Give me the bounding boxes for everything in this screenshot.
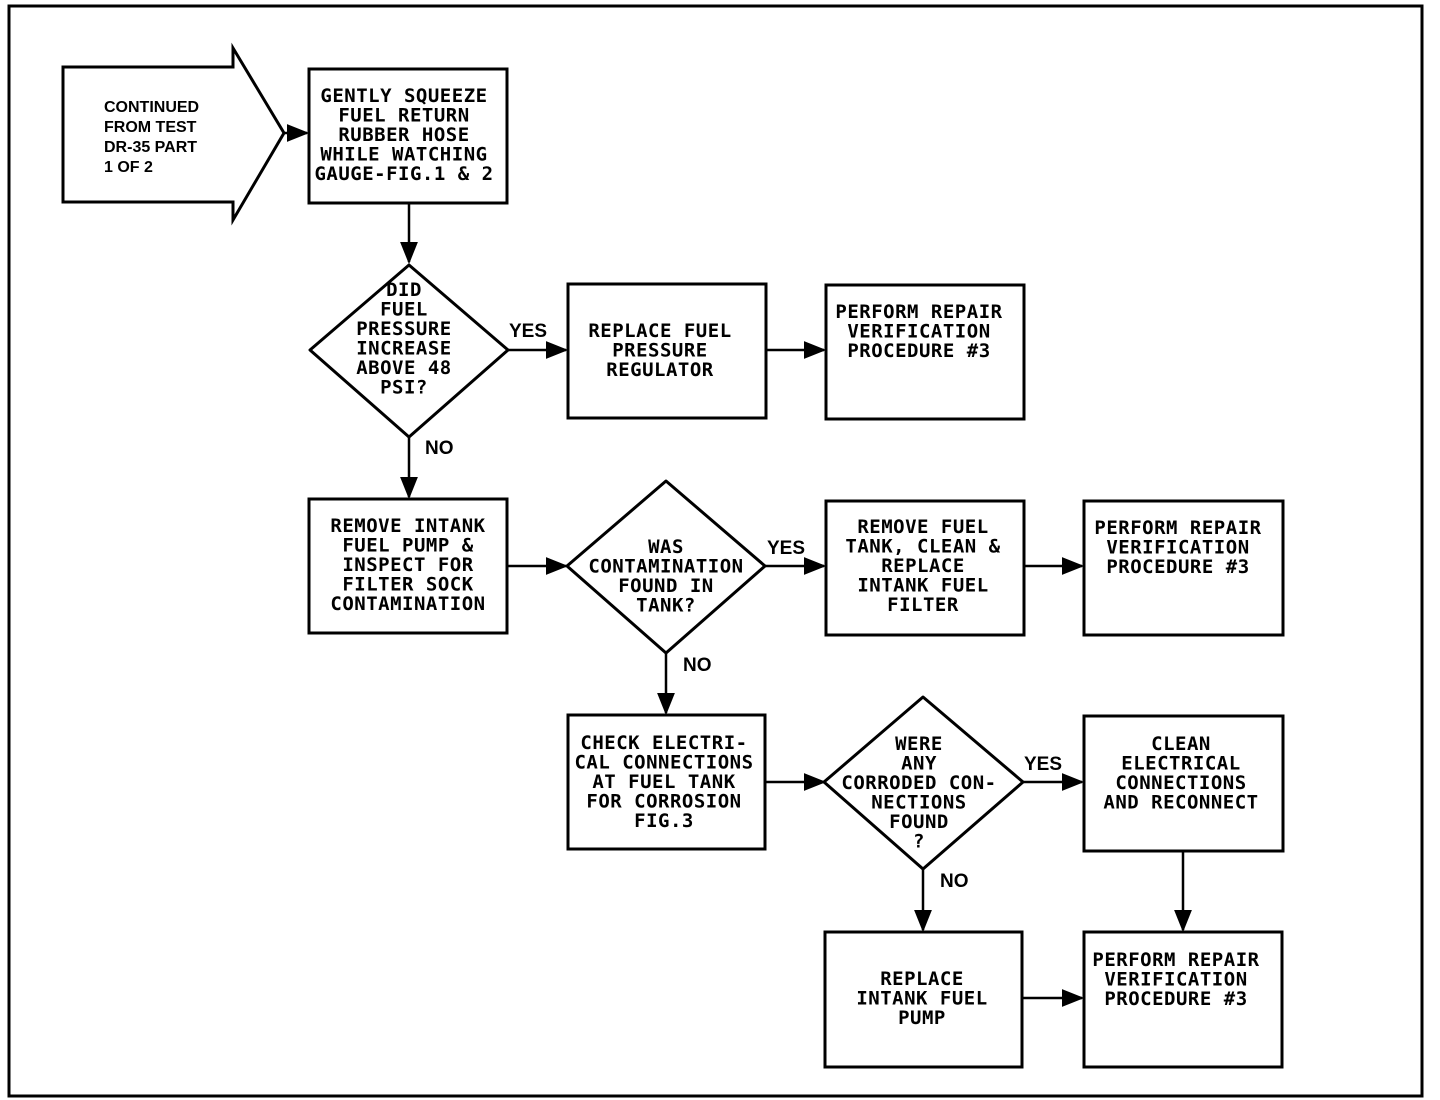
node-d2-diamond xyxy=(565,479,767,655)
node-d1-line-3: PRESSURE xyxy=(356,318,452,340)
node-remove-tank-line-2: TANK, CLEAN & xyxy=(845,536,1000,558)
node-d2-line-1: WAS xyxy=(648,536,684,558)
node-check-elec-line-1: CHECK ELECTRI- xyxy=(580,732,747,754)
node-d1-diamond xyxy=(308,263,510,439)
node-verify2-box xyxy=(1082,499,1285,637)
node-squeeze-line-1: GENTLY SQUEEZE xyxy=(320,85,487,107)
node-squeeze-line-5: GAUGE-FIG.1 & 2 xyxy=(314,163,493,185)
node-squeeze-box xyxy=(307,67,509,205)
node-verify2-line-3: PROCEDURE #3 xyxy=(1106,556,1249,578)
node-remove-tank-line-1: REMOVE FUEL xyxy=(857,516,988,538)
start-line-1: CONTINUED xyxy=(104,99,199,116)
node-remove-tank-box xyxy=(824,499,1026,637)
node-verify3-line-2: VERIFICATION xyxy=(1104,969,1247,991)
node-replace-pump-line-1: REPLACE xyxy=(880,968,964,990)
node-remove-pump-line-2: FUEL PUMP & xyxy=(342,535,473,557)
start-node-text: CONTINUED FROM TEST DR-35 PART 1 OF 2 xyxy=(104,99,199,176)
node-clean-line-3: CONNECTIONS xyxy=(1115,772,1246,794)
node-replace-pump-line-2: INTANK FUEL xyxy=(856,988,987,1010)
node-clean-line-1: CLEAN xyxy=(1151,733,1211,755)
node-check-elec-line-4: FOR CORROSION xyxy=(586,791,741,813)
connectors xyxy=(284,124,1192,1007)
node-remove-pump-line-4: FILTER SOCK xyxy=(342,574,473,596)
edge-label-d2-yes: YES xyxy=(767,538,805,559)
node-verify3-line-1: PERFORM REPAIR xyxy=(1092,949,1259,971)
node-d1-line-2: FUEL xyxy=(380,299,428,321)
start-line-4: 1 OF 2 xyxy=(104,159,153,176)
node-remove-pump-line-3: INSPECT FOR xyxy=(342,554,473,576)
node-squeeze-line-4: WHILE WATCHING xyxy=(320,144,487,166)
node-d2-line-3: FOUND IN xyxy=(618,575,714,597)
node-check-elec-line-5: FIG.3 xyxy=(634,810,694,832)
node-d2-line-2: CONTAMINATION xyxy=(588,556,743,578)
node-d3-line-3: CORRODED CON- xyxy=(841,772,996,794)
page-border xyxy=(7,4,1424,1098)
node-d3-line-5: FOUND xyxy=(889,811,949,833)
node-verify1-line-2: VERIFICATION xyxy=(847,321,990,343)
node-clean-box xyxy=(1082,714,1285,853)
edge-label-d3-yes: YES xyxy=(1024,754,1062,775)
node-d3-line-2: ANY xyxy=(901,753,937,775)
edge-label-d3-no: NO xyxy=(940,871,969,892)
node-d3-line-1: WERE xyxy=(895,733,943,755)
start-line-2: FROM TEST xyxy=(104,119,197,136)
node-regulator-line-2: PRESSURE xyxy=(612,340,708,362)
start-line-3: DR-35 PART xyxy=(104,139,197,156)
node-replace-pump-box xyxy=(823,930,1024,1069)
node-clean-line-2: ELECTRICAL xyxy=(1121,753,1240,775)
node-check-elec-line-2: CAL CONNECTIONS xyxy=(574,752,753,774)
node-regulator-line-1: REPLACE FUEL xyxy=(588,320,731,342)
node-d1-line-1: DID xyxy=(386,279,422,301)
node-d1-line-6: PSI? xyxy=(380,377,428,399)
node-verify1-box xyxy=(824,283,1026,421)
node-remove-pump-line-1: REMOVE INTANK xyxy=(330,515,485,537)
node-d3-diamond xyxy=(822,695,1025,871)
node-remove-pump-line-5: CONTAMINATION xyxy=(330,593,485,615)
start-node: CONTINUED FROM TEST DR-35 PART 1 OF 2 xyxy=(61,42,286,226)
node-verify2-line-2: VERIFICATION xyxy=(1106,537,1249,559)
node-d2-line-4: TANK? xyxy=(636,595,696,617)
node-remove-pump-box xyxy=(307,497,509,635)
node-squeeze-line-3: RUBBER HOSE xyxy=(338,124,469,146)
node-check-elec-line-3: AT FUEL TANK xyxy=(592,771,735,793)
edge-label-d1-no: NO xyxy=(425,438,454,459)
node-regulator-line-3: REGULATOR xyxy=(606,359,714,381)
node-squeeze-line-2: FUEL RETURN xyxy=(338,105,469,127)
node-check-elec-box xyxy=(566,713,767,851)
node-verify1-line-1: PERFORM REPAIR xyxy=(835,301,1002,323)
node-d3-line-6: ? xyxy=(913,831,925,853)
node-remove-tank-line-4: INTANK FUEL xyxy=(857,575,988,597)
node-verify1-line-3: PROCEDURE #3 xyxy=(847,340,990,362)
node-verify3-box xyxy=(1082,930,1284,1069)
node-d1-line-5: ABOVE 48 xyxy=(356,357,452,379)
node-verify3-line-3: PROCEDURE #3 xyxy=(1104,988,1247,1010)
node-verify2-line-1: PERFORM REPAIR xyxy=(1094,517,1261,539)
node-d3-line-4: NECTIONS xyxy=(871,792,967,814)
node-remove-tank-line-5: FILTER xyxy=(887,594,959,616)
node-replace-pump-line-3: PUMP xyxy=(898,1007,946,1029)
node-remove-tank-line-3: REPLACE xyxy=(881,555,965,577)
node-regulator-box xyxy=(566,282,768,420)
edge-label-d2-no: NO xyxy=(683,655,712,676)
edge-label-d1-yes: YES xyxy=(509,321,547,342)
node-d1-line-4: INCREASE xyxy=(356,338,452,360)
node-clean-line-4: AND RECONNECT xyxy=(1103,792,1258,814)
